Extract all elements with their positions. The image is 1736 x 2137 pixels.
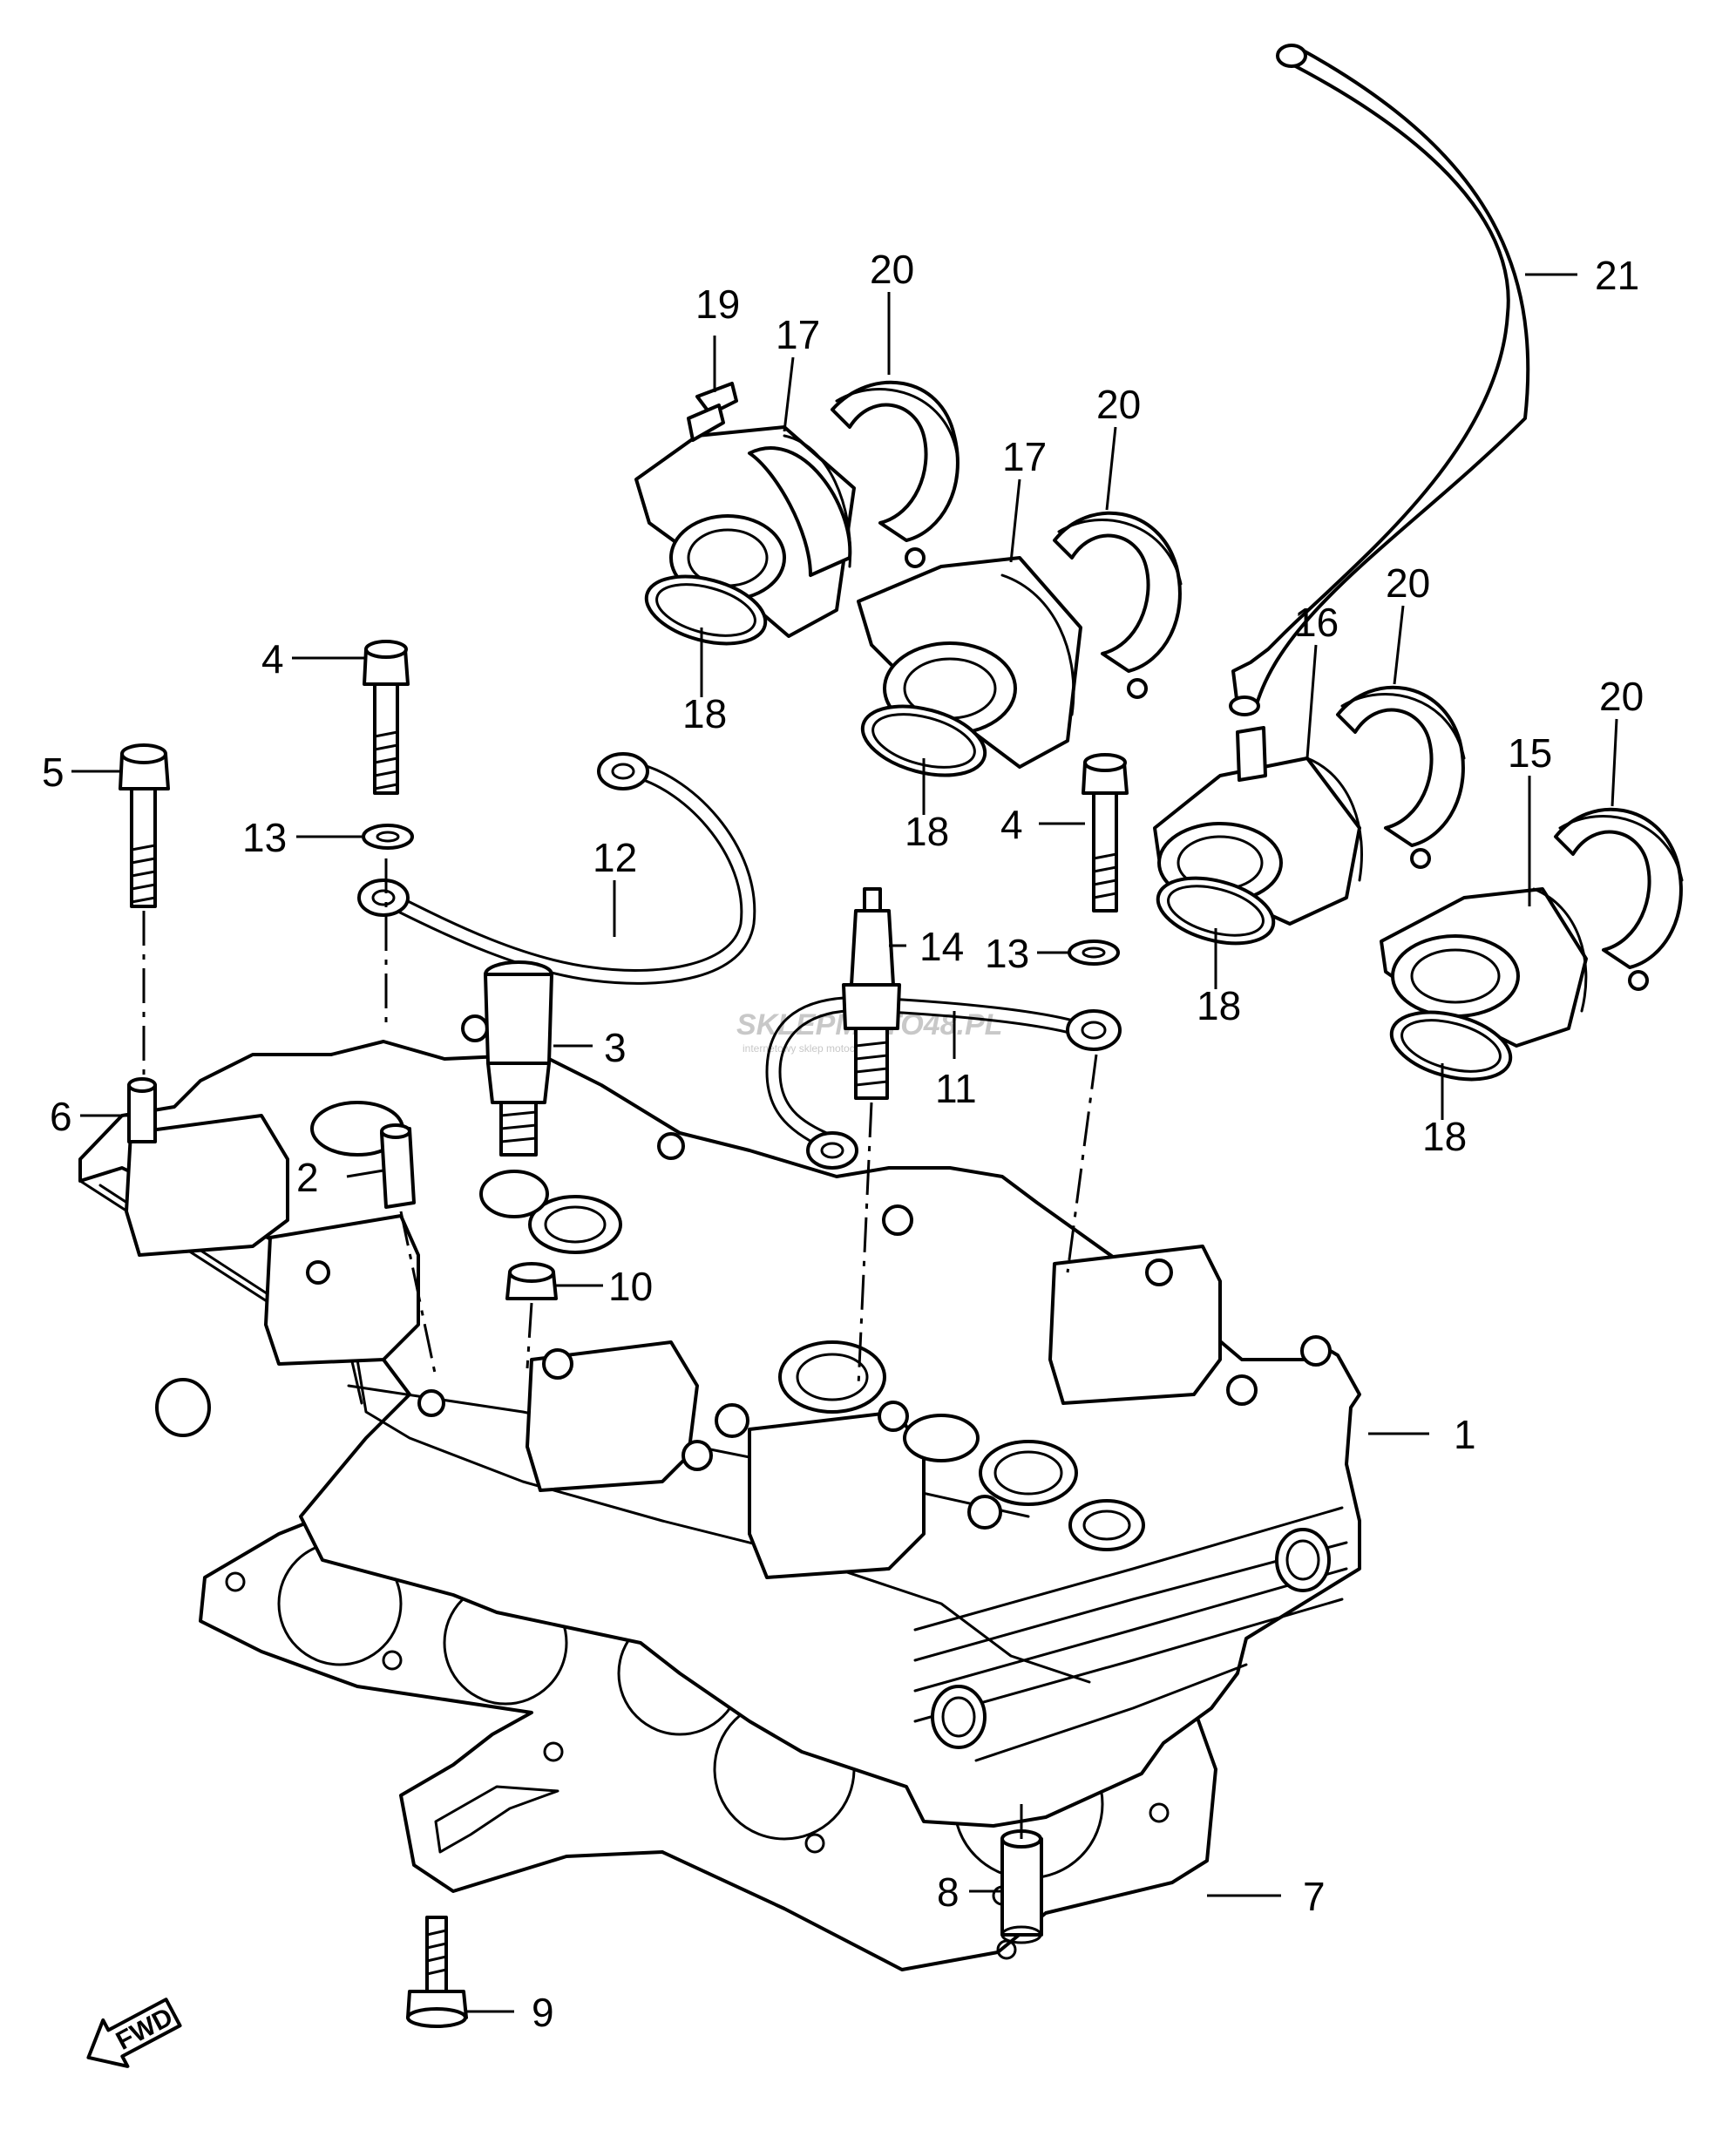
bolt-4-left [363,640,410,795]
o-ring-18-c [1156,876,1276,946]
callout-17-right: 17 [1002,434,1047,479]
oil-pipe-11 [765,995,1122,1170]
sensor-3 [484,960,553,1157]
callout-labels: 1 2 3 4 4 5 6 7 8 9 10 11 12 13 13 14 15… [42,247,1644,2035]
callout-18-d: 18 [1422,1114,1467,1159]
callout-18-a: 18 [682,691,727,736]
o-ring-18-b [860,704,987,777]
callout-13-right: 13 [985,931,1029,976]
breather-hose [1229,44,1530,716]
callout-1: 1 [1454,1412,1476,1457]
nut-10 [505,1262,558,1300]
callout-7: 7 [1303,1874,1326,1919]
callout-20-d: 20 [1599,674,1644,719]
callout-6: 6 [50,1094,72,1139]
fwd-arrow-icon: FWD [86,1998,182,2068]
callout-5: 5 [42,750,64,795]
oil-pipe-12 [357,752,756,985]
washer-13-left [362,824,414,850]
callout-15: 15 [1508,730,1552,776]
callout-10: 10 [608,1264,653,1309]
o-ring-18-a [644,574,768,646]
intake-clamp-3 [1336,685,1466,869]
intake-pipe-2 [857,556,1082,769]
callout-18-b: 18 [905,809,949,854]
dowel-pin-6 [127,1077,157,1143]
intake-clamp-1 [831,380,960,568]
spark-plug-14 [842,887,901,1100]
o-ring-18-d [1389,1010,1513,1082]
callout-20-c: 20 [1386,560,1430,606]
leader-lines [71,273,1618,2013]
callout-11: 11 [935,1066,977,1111]
callout-4-right: 4 [1000,802,1023,847]
intake-clamp-2 [1053,511,1183,699]
watermark-sub-text: internetowy sklep motocyklowy [743,1042,886,1055]
callout-12: 12 [593,835,637,880]
washer-13-right [1068,940,1120,966]
callout-2: 2 [296,1155,319,1200]
callout-3: 3 [604,1025,627,1070]
callout-19: 19 [695,282,740,327]
callout-9: 9 [532,1990,554,2035]
callout-20-b: 20 [1096,382,1141,427]
stud-2 [380,1123,416,1209]
callout-18-c: 18 [1197,983,1241,1028]
dowel-pin-8 [1000,1829,1043,1944]
bolt-4-right [1082,753,1129,912]
cylinder-head [78,1014,1361,1828]
callout-20-a: 20 [870,247,914,292]
intake-clamp-4 [1554,807,1684,991]
bolt-5 [119,743,170,908]
callout-13-left: 13 [242,815,287,860]
callout-8: 8 [937,1869,960,1915]
callout-14: 14 [919,924,964,969]
callout-16: 16 [1294,600,1339,645]
callout-21: 21 [1595,253,1639,298]
callout-4-left: 4 [261,636,284,682]
screw-19 [687,382,738,442]
callout-17-left: 17 [776,312,820,357]
bolt-9 [406,1916,468,2028]
assembly-center-lines [142,858,1098,1839]
